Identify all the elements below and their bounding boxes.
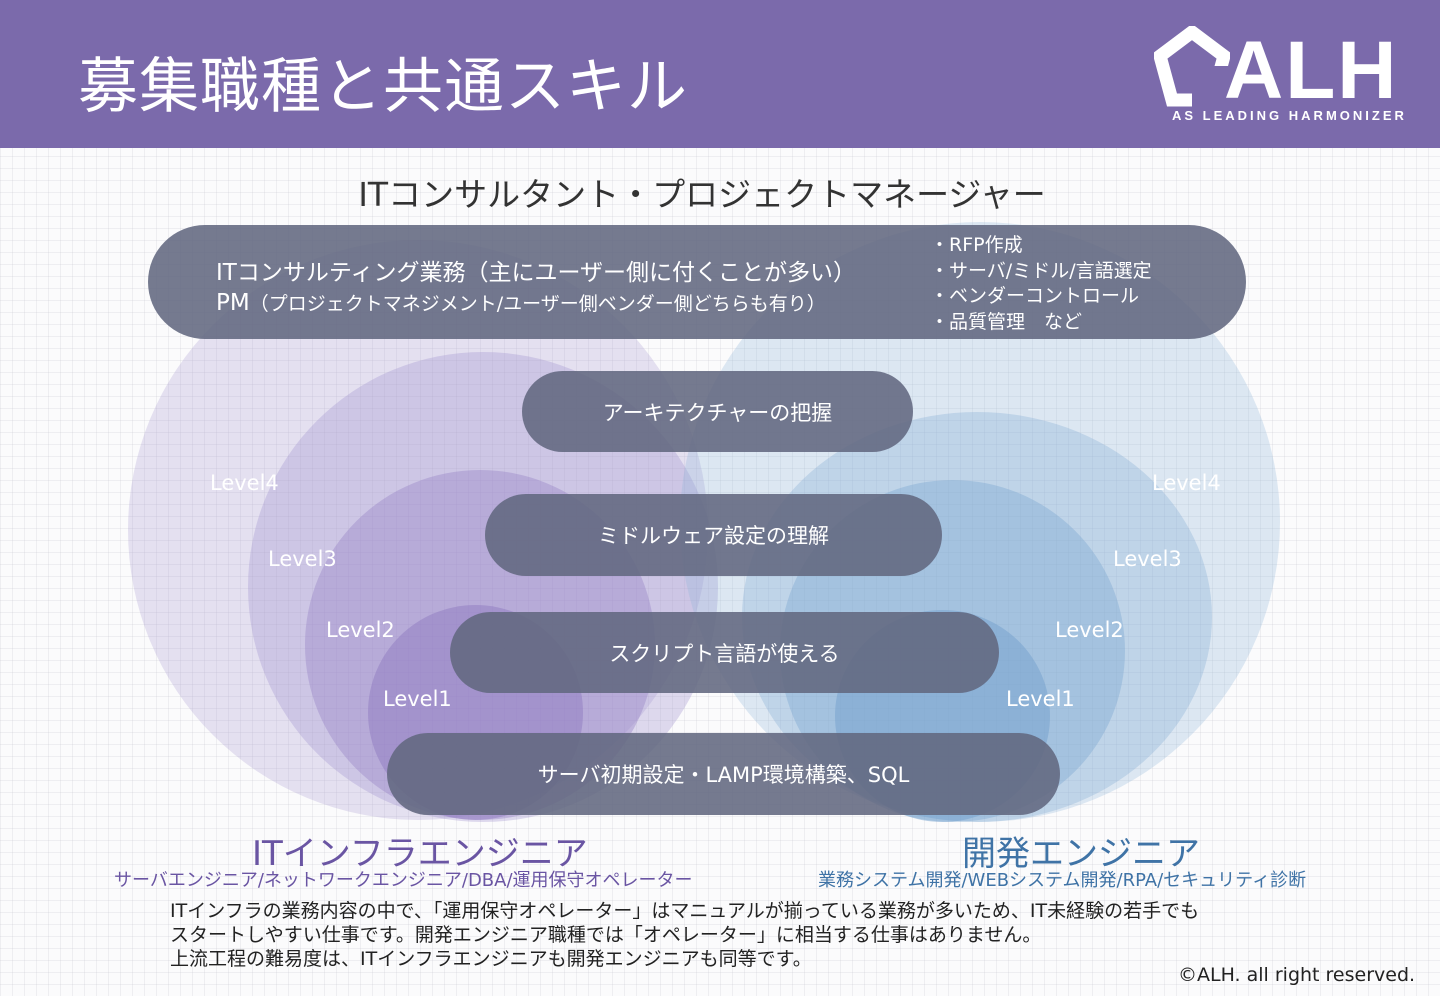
note-line: ITインフラの業務内容の中で、「運用保守オペレーター」はマニュアルが揃っている業… [170, 900, 1200, 922]
left-level4-label: Level4 [210, 471, 279, 495]
pm-detail: （プロジェクトマネジメント/ユーザー側ベンダー側どちらも有り） [249, 293, 826, 315]
left-level2-label: Level2 [326, 618, 395, 642]
skill-script: スクリプト言語が使える [450, 612, 999, 693]
header-bar: 募集職種と共通スキル ALH AS LEADING HARMONIZER [0, 0, 1440, 148]
consulting-skill-box: ITコンサルティング業務（主にユーザー側に付くことが多い） PM（プロジェクトマ… [148, 225, 1246, 339]
right-role-subtitle: 業務システム開発/WEBシステム開発/RPA/セキュリティ診断 [818, 870, 1307, 891]
task-item: ・サーバ/ミドル/言語選定 [930, 259, 1152, 282]
copyright-text: ©ALH. all right reserved. [1178, 964, 1416, 986]
left-role-subtitle: サーバエンジニア/ネットワークエンジニア/DBA/運用保守オペレーター [114, 870, 693, 891]
left-level1-label: Level1 [383, 687, 452, 711]
right-level1-label: Level1 [1006, 687, 1075, 711]
logo-tagline: AS LEADING HARMONIZER [1172, 108, 1407, 123]
note-line: スタートしやすい仕事です。開発エンジニア職種では「オペレーター」に相当する仕事は… [170, 924, 1042, 946]
alh-logo: ALH AS LEADING HARMONIZER [1152, 20, 1422, 130]
pm-line: PM（プロジェクトマネジメント/ユーザー側ベンダー側どちらも有り） [216, 289, 826, 316]
task-item: ・品質管理 など [930, 310, 1083, 333]
right-level2-label: Level2 [1055, 618, 1124, 642]
left-role-title: ITインフラエンジニア [252, 834, 588, 874]
task-item: ・RFP作成 [930, 234, 1023, 256]
page-title: 募集職種と共通スキル [78, 52, 688, 122]
logo-text: ALH [1224, 25, 1399, 116]
left-level3-label: Level3 [268, 547, 337, 571]
consulting-line: ITコンサルティング業務（主にユーザー側に付くことが多い） [216, 260, 856, 286]
skill-architecture: アーキテクチャーの把握 [522, 371, 913, 452]
skill-middleware: ミドルウェア設定の理解 [485, 494, 942, 576]
right-role-title: 開発エンジニア [962, 834, 1200, 874]
explanatory-note: ITインフラの業務内容の中で、「運用保守オペレーター」はマニュアルが揃っている業… [170, 899, 1199, 971]
note-line: 上流工程の難易度は、ITインフラエンジニアも開発エンジニアも同等です。 [170, 948, 812, 970]
skill-server-setup: サーバ初期設定・LAMP環境構築、SQL [387, 733, 1060, 815]
consulting-task-list: ・RFP作成 ・サーバ/ミドル/言語選定 ・ベンダーコントロール ・品質管理 な… [930, 233, 1152, 335]
right-level3-label: Level3 [1113, 547, 1182, 571]
right-level4-label: Level4 [1152, 471, 1221, 495]
pm-label: PM [216, 290, 250, 316]
task-item: ・ベンダーコントロール [930, 285, 1140, 307]
pentagon-logo-icon [1154, 26, 1230, 108]
top-role-title: ITコンサルタント・プロジェクトマネージャー [358, 175, 1046, 214]
